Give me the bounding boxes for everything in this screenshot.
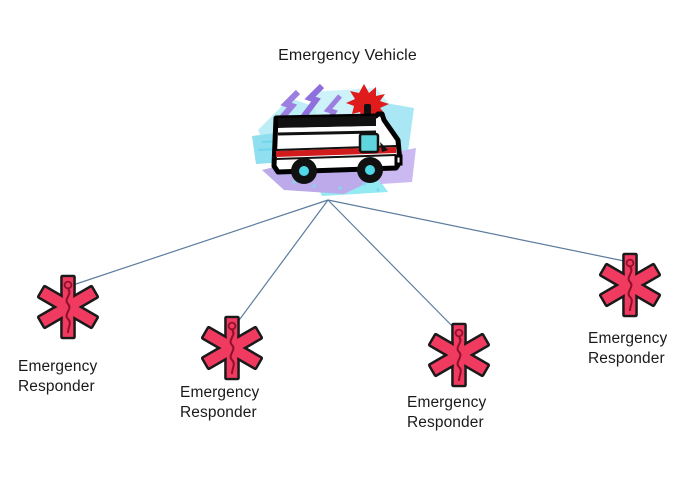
edge-vehicle-responder-1	[72, 199, 329, 286]
star-of-life-icon	[36, 274, 100, 340]
star-of-life-icon	[598, 252, 662, 318]
star-of-life-icon	[200, 315, 264, 381]
responder-4-node[interactable]	[596, 252, 664, 318]
responder-1-node[interactable]	[34, 274, 102, 340]
responder-1-label: Emergency Responder	[18, 358, 98, 395]
emergency-vehicle-node[interactable]	[248, 78, 420, 202]
edge-vehicle-responder-3	[327, 199, 460, 334]
responder-3-node[interactable]	[425, 322, 493, 388]
edge-vehicle-responder-2	[233, 199, 329, 328]
responder-2-label: Emergency Responder	[180, 384, 260, 421]
emergency-vehicle-label: Emergency Vehicle	[278, 47, 417, 64]
responder-3-label: Emergency Responder	[407, 394, 487, 431]
star-of-life-icon	[427, 322, 491, 388]
ambulance-icon	[252, 83, 416, 196]
edge-vehicle-responder-4	[327, 199, 630, 263]
responder-4-label: Emergency Responder	[588, 330, 668, 367]
responder-2-node[interactable]	[198, 315, 266, 381]
